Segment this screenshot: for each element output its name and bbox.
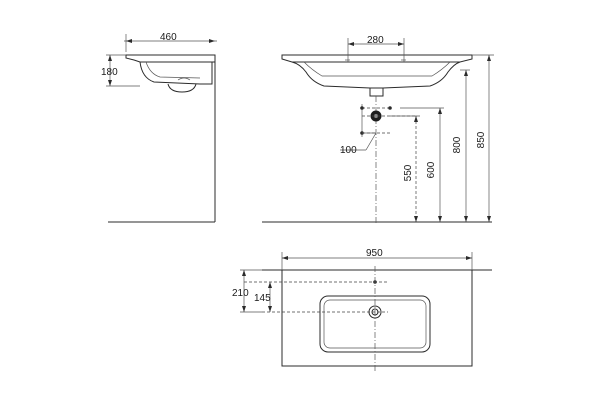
dim-550-arrow-top [414, 116, 418, 122]
dim-145-label: 145 [254, 293, 271, 304]
front-basin-inner [303, 61, 451, 77]
front-drain-outlet-inner [374, 114, 378, 118]
dim-460-arrow-left [126, 39, 132, 43]
side-overflow [177, 77, 191, 81]
dim-145-arrow-bottom [268, 306, 272, 312]
front-drain [369, 88, 384, 97]
dim-800-arrow-top [464, 70, 468, 76]
dim-800-arrow-bottom [464, 216, 468, 222]
dim-950-arrow-right [466, 256, 472, 260]
side-view: 460 180 [101, 32, 217, 223]
top-view: 950 210 145 [232, 248, 492, 372]
dim-280-arrow-right [398, 42, 404, 46]
dim-950-label: 950 [366, 248, 383, 259]
dim-850-arrow-top [487, 55, 491, 61]
front-outlet-marker-b [388, 106, 392, 110]
dim-210-label: 210 [232, 288, 249, 299]
dim-460-label: 460 [160, 32, 177, 43]
dim-280-label: 280 [367, 35, 384, 46]
side-basin-inner [145, 61, 201, 79]
dim-210-arrow-top [242, 270, 246, 276]
front-outlet-marker-a [360, 106, 364, 110]
dim-600-label: 600 [426, 161, 437, 178]
dim-950-arrow-left [282, 256, 288, 260]
dim-180-arrow-top [108, 55, 112, 61]
dim-100-leader [365, 132, 377, 151]
dim-280-arrow-left [348, 42, 354, 46]
dim-100-label: 100 [340, 145, 357, 156]
dim-550-arrow-bottom [414, 216, 418, 222]
dim-800-label: 800 [452, 136, 463, 153]
front-basin-body [291, 61, 461, 89]
side-drain [167, 83, 197, 93]
side-basin-bowl [139, 61, 213, 85]
dim-210-arrow-bottom [242, 306, 246, 312]
dim-145-arrow-top [268, 282, 272, 288]
dim-850-arrow-bottom [487, 216, 491, 222]
dim-180-label: 180 [101, 67, 118, 78]
dim-460-arrow-right [209, 39, 215, 43]
dim-600-arrow-bottom [438, 216, 442, 222]
front-view: 280 100 550 600 800 [262, 35, 494, 224]
top-basin-outline [281, 269, 473, 367]
front-basin-top [281, 54, 473, 63]
side-basin-top [125, 54, 216, 63]
dim-180-arrow-bottom [108, 80, 112, 86]
dim-600-arrow-top [438, 108, 442, 114]
dim-550-label: 550 [403, 164, 414, 181]
dim-850-label: 850 [476, 131, 487, 148]
